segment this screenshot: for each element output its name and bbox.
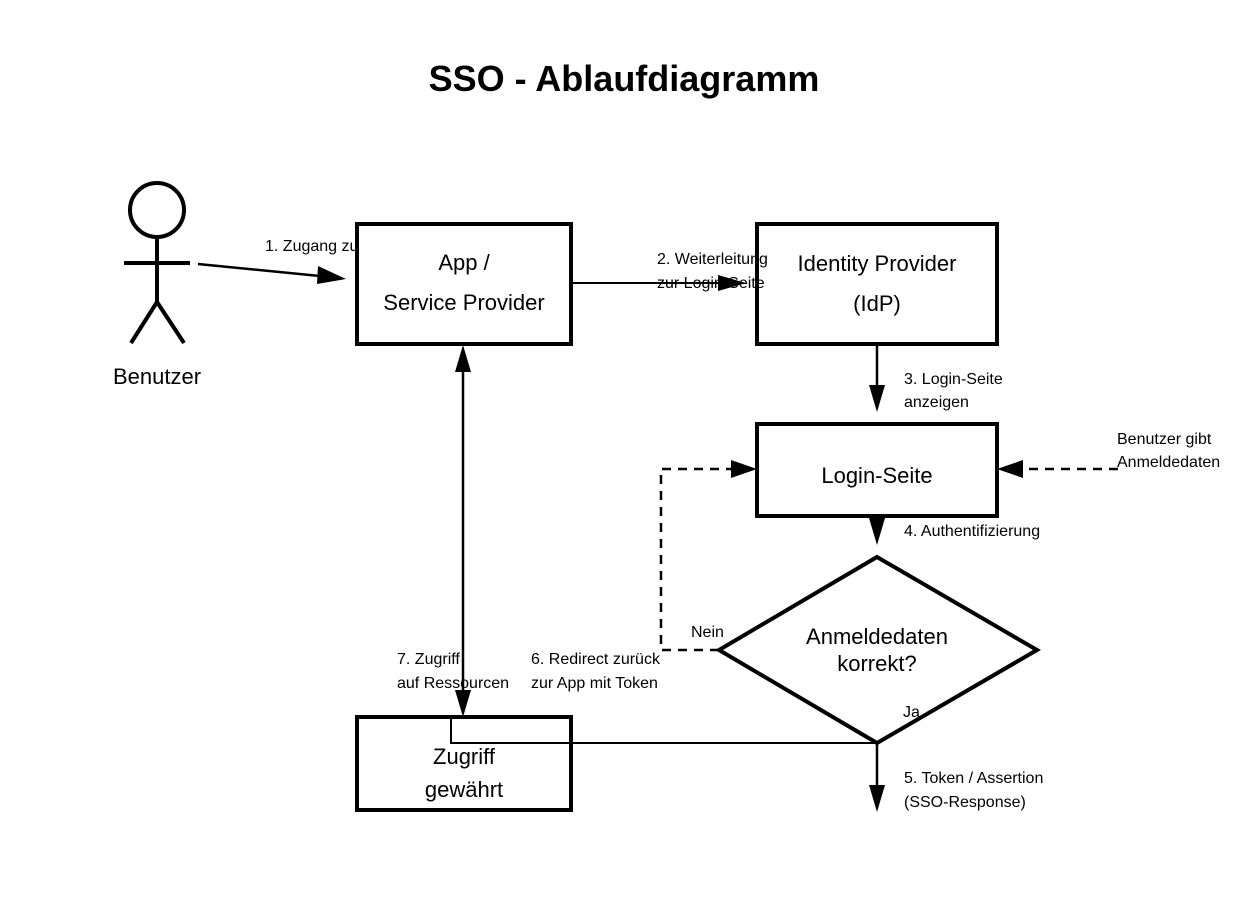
node-access-granted: Zugriff gewährt <box>355 715 573 812</box>
edge-redirect-login <box>571 275 746 291</box>
no-label: Nein <box>691 624 724 641</box>
app-label-line2: Service Provider <box>383 290 544 315</box>
edge-label-3-line2: anzeigen <box>904 394 969 411</box>
edge-authentication <box>869 516 885 545</box>
edge-label-7-line1: 7. Zugriff <box>397 651 460 668</box>
user-input-label-line1: Benutzer gibt <box>1117 431 1212 448</box>
yes-label: Ja <box>903 704 920 721</box>
decision-label-line1: Anmeldedaten <box>806 624 948 649</box>
idp-label-line2: (IdP) <box>853 291 901 316</box>
actor-label: Benutzer <box>113 364 201 389</box>
decision-label-line2: korrekt? <box>837 651 916 676</box>
edge-label-6-line1: 6. Redirect zurück <box>531 651 661 668</box>
edge-access-app <box>197 262 346 284</box>
app-label-line1: App / <box>438 250 490 275</box>
edge-show-login <box>869 344 885 412</box>
idp-label-line1: Identity Provider <box>798 251 957 276</box>
edge-label-4: 4. Authentifizierung <box>904 523 1040 540</box>
node-identity-provider: Identity Provider (IdP) <box>755 222 999 346</box>
edge-token-assertion <box>869 743 885 812</box>
edge-label-2-line2: zur Login-Seite <box>657 275 765 292</box>
node-login-page: Login-Seite <box>755 422 999 518</box>
stick-figure-icon <box>124 181 190 345</box>
edge-label-6-line2: zur App mit Token <box>531 675 658 692</box>
diagram-title: SSO - Ablaufdiagramm <box>429 58 820 99</box>
login-label: Login-Seite <box>821 463 932 488</box>
edge-label-7-line2: auf Ressourcen <box>397 675 509 692</box>
edge-label-2-line1: 2. Weiterleitung <box>657 251 768 268</box>
node-app-service-provider: App / Service Provider <box>355 222 573 346</box>
user-input-label-line2: Anmeldedaten <box>1117 454 1220 471</box>
edge-no-retry <box>659 460 757 652</box>
edge-label-5-line2: (SSO-Response) <box>904 794 1026 811</box>
node-decision-credentials: Anmeldedaten korrekt? <box>715 554 1041 746</box>
edge-resource-access <box>455 345 471 717</box>
edge-user-credentials <box>997 460 1118 478</box>
edge-label-5-line1: 5. Token / Assertion <box>904 770 1043 787</box>
edge-redirect-back <box>450 717 877 744</box>
access-label-line1: Zugriff <box>433 744 496 769</box>
access-label-line2: gewährt <box>425 777 503 802</box>
edge-label-3-line1: 3. Login-Seite <box>904 371 1003 388</box>
